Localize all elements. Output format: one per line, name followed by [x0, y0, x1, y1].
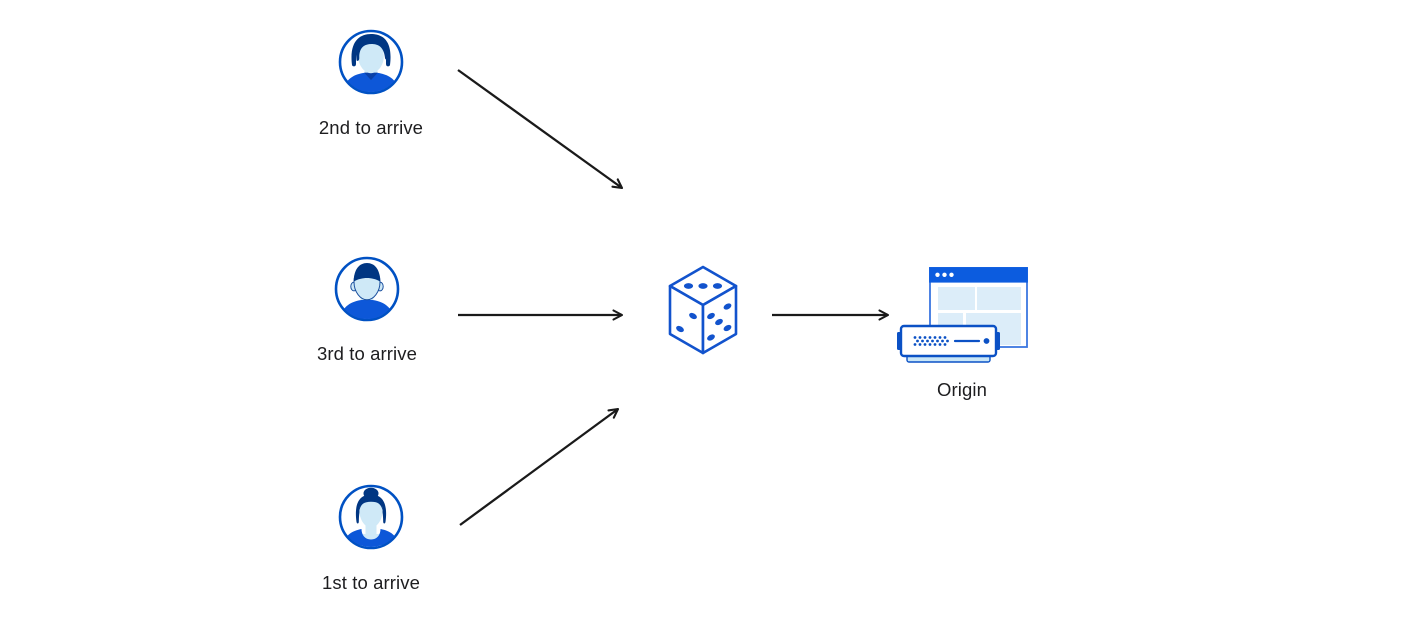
node-first-visitor: [338, 484, 404, 550]
node-label-first: 1st to arrive: [322, 572, 420, 593]
server-vent-dots: [913, 336, 949, 346]
arrow-second-to-balancer: [457, 69, 624, 190]
dice-pips-left: [676, 312, 697, 333]
user-woman-avatar-icon: [338, 484, 404, 550]
node-third-visitor: [334, 256, 400, 322]
server-icon: [897, 324, 1000, 363]
node-second-visitor: [338, 29, 404, 95]
node-random-balancer: [668, 265, 738, 355]
node-label-third: 3rd to arrive: [316, 343, 417, 364]
dice-pips-right: [707, 303, 732, 341]
arrow-first-to-balancer: [459, 407, 620, 526]
browser-and-server-icon: [897, 267, 1028, 363]
node-label-origin: Origin: [937, 379, 987, 400]
user-man-avatar-icon: [338, 29, 404, 95]
dice-pips-top: [683, 283, 723, 289]
dice-icon: [668, 265, 738, 355]
user-man-short-hair-avatar-icon: [334, 256, 400, 322]
node-label-second: 2nd to arrive: [318, 117, 424, 138]
node-origin: [895, 262, 1029, 366]
